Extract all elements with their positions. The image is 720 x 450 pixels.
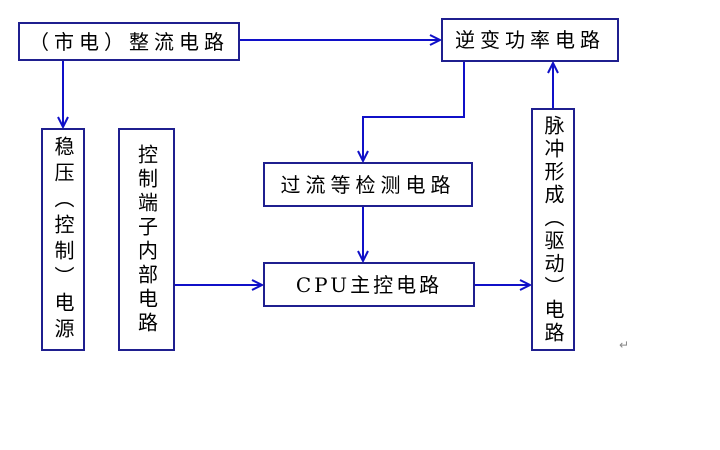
node-label: 控制端子内部电路 [134,143,159,336]
node-pulse-driver-circuit: 脉冲形成（驱动）电路 [531,108,575,351]
node-label: 稳压（控制）电源 [51,135,75,344]
node-label: 过流等检测电路 [280,172,456,197]
node-overcurrent-detection-circuit: 过流等检测电路 [263,162,473,207]
node-control-terminal-circuit: 控制端子内部电路 [118,128,175,351]
node-label: 脉冲形成（驱动）电路 [541,114,565,345]
paragraph-mark: ↵ [619,338,630,352]
node-label: CPU主控电路 [295,272,443,297]
node-cpu-main-control-circuit: CPU主控电路 [263,262,475,307]
node-label: 逆变功率电路 [455,28,605,52]
node-regulated-power-supply: 稳压（控制）电源 [41,128,85,351]
node-inverter-power-circuit: 逆变功率电路 [441,18,619,62]
arrow-inverter-to-detect [363,62,465,161]
node-rectifier-circuit: （市电）整流电路 [18,22,240,61]
node-label: （市电）整流电路 [29,29,229,54]
